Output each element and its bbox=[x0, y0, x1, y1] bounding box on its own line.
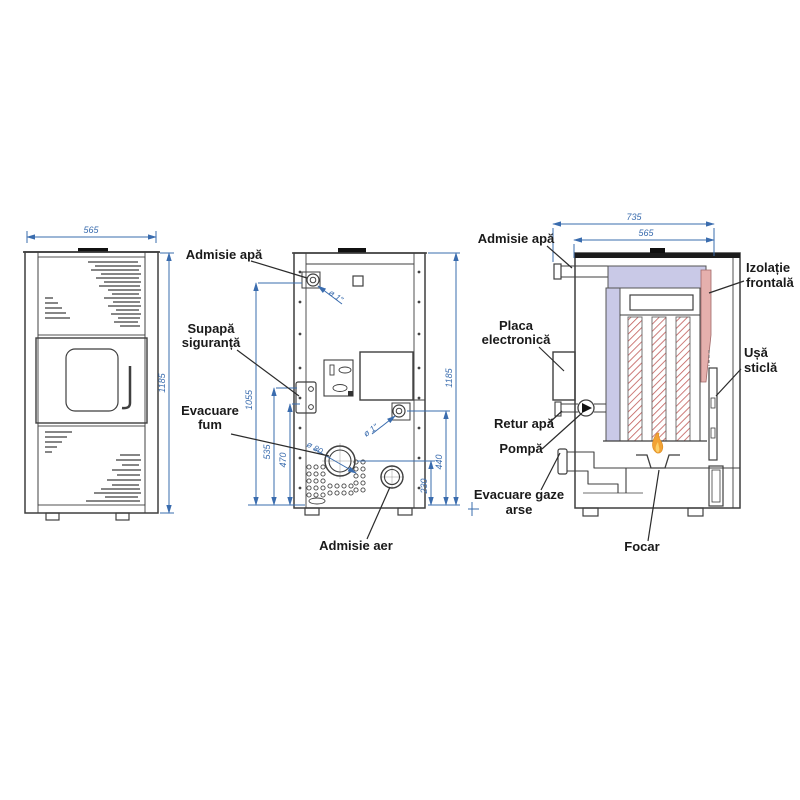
foot bbox=[397, 507, 413, 516]
label-water-inlet: Admisie apă bbox=[478, 231, 555, 246]
foot bbox=[115, 512, 130, 521]
hopper-box bbox=[359, 351, 414, 401]
label-exhaust: Evacuare gaze bbox=[474, 487, 564, 502]
annotation-side-fitting: ø 1" bbox=[361, 415, 396, 439]
dim-rear-230: 230 bbox=[357, 460, 435, 506]
exhaust-duct bbox=[557, 448, 740, 494]
flame-icon bbox=[652, 432, 664, 454]
section-view: 735 565 Admisie apă Izolație frontală Pl… bbox=[474, 212, 795, 554]
foot bbox=[582, 507, 599, 517]
burner-pot bbox=[636, 454, 680, 469]
front-door bbox=[35, 337, 148, 424]
foot bbox=[45, 512, 60, 521]
door-handle bbox=[121, 366, 132, 410]
door-window bbox=[65, 348, 119, 412]
electrical-connection-panel bbox=[323, 359, 354, 397]
dim-text: 1055 bbox=[244, 389, 254, 410]
label-glass-door: sticlă bbox=[744, 360, 778, 375]
label-smoke-outlet: Evacuare bbox=[181, 403, 239, 418]
glass-door bbox=[708, 367, 724, 507]
insulation-strip bbox=[700, 269, 712, 383]
dim-rear-1185: 1185 bbox=[428, 252, 460, 506]
top-cap bbox=[338, 248, 366, 253]
dim-rear-535: 535 bbox=[262, 387, 297, 506]
dim-text: 535 bbox=[262, 444, 272, 460]
heat-exchanger bbox=[603, 288, 707, 442]
dim-section-565: 565 bbox=[573, 228, 715, 258]
dim-rear-440: 440 bbox=[407, 410, 450, 506]
pump-icon bbox=[577, 399, 595, 417]
label-safety-valve: Supapă bbox=[188, 321, 236, 336]
water-inlet-fitting bbox=[301, 271, 321, 289]
ann-text: ø 1" bbox=[327, 287, 346, 305]
stray-dim-tick bbox=[468, 502, 479, 516]
foot bbox=[687, 507, 704, 517]
flue-outlet bbox=[322, 443, 358, 479]
label-glass-door: Ușă bbox=[744, 345, 769, 360]
safety-valve-bracket bbox=[295, 381, 317, 414]
rear-view: ø 1" ø 1" ø 80 1055 535 470 bbox=[181, 247, 479, 553]
top-plate bbox=[575, 253, 740, 258]
dim-front-height: 1185 bbox=[157, 252, 174, 514]
perforation-grid bbox=[306, 459, 366, 505]
lower-vent-panel bbox=[37, 425, 146, 506]
label-control-board: electronică bbox=[482, 332, 551, 347]
dim-text: 735 bbox=[626, 212, 642, 222]
label-firepot: Focar bbox=[624, 539, 659, 554]
dim-rear-1055: 1055 bbox=[244, 282, 302, 506]
label-water-inlet: Admisie apă bbox=[186, 247, 263, 262]
label-pump: Pompă bbox=[499, 441, 543, 456]
label-air-inlet: Admisie aer bbox=[319, 538, 393, 553]
air-inlet-port bbox=[380, 465, 404, 489]
label-smoke-outlet: fum bbox=[198, 417, 222, 432]
label-exhaust: arse bbox=[506, 502, 533, 517]
water-inlet-pipe bbox=[553, 263, 608, 280]
upper-flue-opening bbox=[629, 294, 694, 311]
dim-text: 440 bbox=[434, 454, 444, 469]
dim-text: 230 bbox=[419, 478, 429, 494]
top-cap bbox=[78, 248, 108, 252]
label-insulation: Izolație bbox=[746, 260, 790, 275]
water-jacket bbox=[605, 265, 707, 442]
annotation-top-fitting: ø 1" bbox=[317, 285, 346, 305]
dim-text: 565 bbox=[83, 225, 99, 235]
front-view: 565 1185 bbox=[23, 225, 174, 521]
dim-rear-470: 470 bbox=[278, 403, 300, 506]
label-safety-valve: siguranță bbox=[182, 335, 241, 350]
dim-text: 1185 bbox=[444, 367, 454, 387]
pump-assembly bbox=[554, 399, 606, 417]
screw-dots bbox=[298, 270, 421, 490]
ann-text: ø 1" bbox=[361, 421, 380, 439]
dim-text: 1185 bbox=[157, 372, 167, 392]
label-control-board: Placa bbox=[499, 318, 534, 333]
control-board-box bbox=[552, 351, 576, 401]
upper-vent-panel bbox=[37, 256, 146, 336]
dim-text: 565 bbox=[638, 228, 654, 238]
label-insulation: frontală bbox=[746, 275, 794, 290]
dim-text: 470 bbox=[278, 452, 288, 467]
top-opening bbox=[352, 275, 364, 287]
foot bbox=[304, 507, 320, 516]
lower-vent-grille bbox=[45, 431, 141, 502]
label-return: Retur apă bbox=[494, 416, 555, 431]
dim-front-width: 565 bbox=[26, 225, 157, 243]
upper-vent-grille bbox=[45, 261, 141, 327]
